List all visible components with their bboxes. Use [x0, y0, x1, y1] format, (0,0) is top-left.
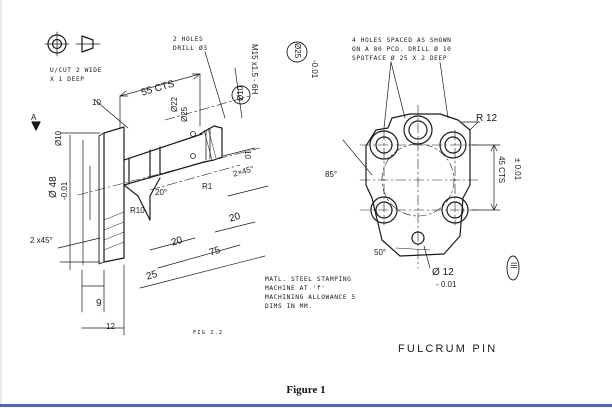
dim-dia-25-circle: Ø25	[293, 43, 302, 59]
dim-dia-10-circle: Ø10	[236, 85, 245, 101]
thread-spec: M15 x1.5 - 6H	[250, 44, 259, 95]
bottom-rule	[0, 404, 612, 407]
dim-r10: R10	[130, 206, 145, 215]
dim-10-top: 10	[92, 98, 101, 107]
dim-r1: R1	[202, 182, 213, 191]
plan-view-dims	[383, 61, 501, 269]
thread-tolerance: -0.01	[310, 60, 319, 79]
dim-dia-22: Ø22	[170, 96, 179, 112]
dim-9: 9	[96, 298, 102, 309]
dim-10-mid: 10	[243, 150, 252, 159]
dim-angle-20: 20°	[155, 188, 168, 197]
dim-45-tolerance: ± 0.01	[513, 158, 522, 181]
dim-r12: R 12	[476, 113, 498, 124]
dim-dia-12: Ø 12	[432, 267, 454, 278]
dim-chamfer-b: 2 x45°	[30, 236, 53, 245]
side-view	[77, 95, 261, 265]
dim-12: 12	[106, 322, 115, 331]
page-edge	[0, 0, 2, 404]
dim-dia-48-tolerance: -0.01	[60, 181, 69, 200]
plan-view	[342, 104, 479, 269]
drawing-title: FULCRUM PIN	[398, 343, 498, 355]
dim-angle-50: 50°	[374, 248, 387, 257]
side-view-dims	[57, 51, 269, 336]
dim-dia-12-tolerance: - 0.01	[436, 280, 457, 289]
dim-phi-10: Ø10	[54, 130, 63, 146]
figure-number: FIG 2.2	[193, 330, 224, 336]
sheet-number: III	[509, 262, 518, 269]
dim-angle-85: 85°	[325, 170, 338, 179]
dim-dia-48: Ø 48	[48, 176, 59, 198]
figure-caption: Figure 1	[286, 384, 326, 396]
projection-symbol	[44, 31, 101, 57]
view-arrow-label: A	[31, 113, 37, 122]
dim-dia-25-tilt: Ø25	[180, 106, 189, 122]
dim-45-cts: 45 CTS	[497, 156, 506, 184]
